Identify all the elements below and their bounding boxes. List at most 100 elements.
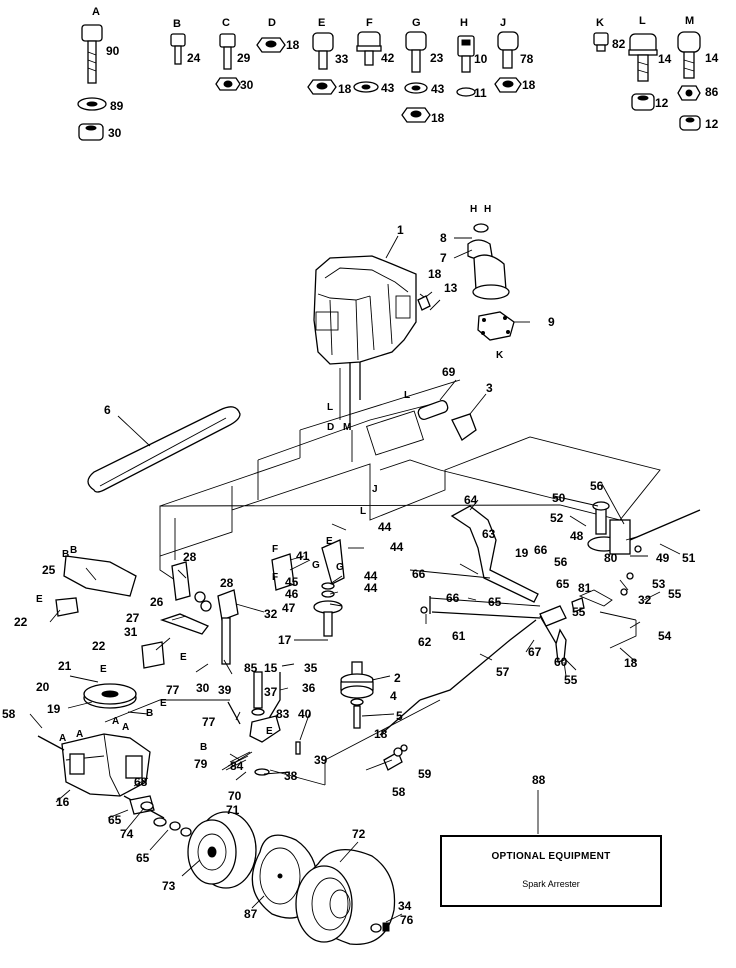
callout-61: 61 xyxy=(452,629,466,643)
callout-35: 35 xyxy=(304,661,318,675)
callout-81: 81 xyxy=(578,581,592,595)
callout-56: 56 xyxy=(590,479,604,493)
callout-67: 67 xyxy=(528,645,542,659)
callout-88: 88 xyxy=(532,773,546,787)
hw-part-43-g: 43 xyxy=(431,82,445,96)
ref-letter-b: B xyxy=(200,742,207,753)
callout-68: 68 xyxy=(134,775,148,789)
callout-39: 39 xyxy=(314,753,328,767)
callout-83: 83 xyxy=(276,707,290,721)
callout-15: 15 xyxy=(264,661,278,675)
hw-part-43-f: 43 xyxy=(381,81,395,95)
callout-28: 28 xyxy=(220,576,234,590)
callout-62: 62 xyxy=(418,635,432,649)
callout-9: 9 xyxy=(548,315,555,329)
callout-56: 56 xyxy=(554,555,568,569)
hw-letter-j: J xyxy=(500,17,506,29)
hw-part-12-m: 12 xyxy=(705,117,719,131)
callout-55: 55 xyxy=(564,673,578,687)
callout-54: 54 xyxy=(658,629,672,643)
hw-letter-b: B xyxy=(173,18,181,30)
shift-brackets xyxy=(55,555,239,669)
callout-52: 52 xyxy=(550,511,564,525)
callout-55: 55 xyxy=(572,605,586,619)
drive-belt xyxy=(87,406,241,493)
ref-letter-a: A xyxy=(122,722,129,733)
hw-letter-d: D xyxy=(268,17,276,29)
callout-32: 32 xyxy=(638,593,652,607)
callout-27: 27 xyxy=(126,611,140,625)
hw-letter-g: G xyxy=(412,17,421,29)
hw-part-86: 86 xyxy=(705,85,719,99)
callout-77: 77 xyxy=(202,715,216,729)
optional-equipment-box: OPTIONAL EQUIPMENT Spark Arrester xyxy=(440,835,662,907)
callout-66: 66 xyxy=(446,591,460,605)
ref-letter-h: H xyxy=(470,204,477,215)
callout-13: 13 xyxy=(444,281,458,295)
callout-22: 22 xyxy=(14,615,28,629)
callout-58: 58 xyxy=(392,785,406,799)
ref-letter-l: L xyxy=(327,402,333,413)
ref-letter-g: G xyxy=(312,560,320,571)
ref-letter-m: M xyxy=(343,422,351,433)
callout-28: 28 xyxy=(183,550,197,564)
hw-part-18-d: 18 xyxy=(286,38,300,52)
hardware-row: A 90 89 30 B 24 C 29 30 D 18 E 33 18 F xyxy=(77,6,719,141)
callout-71: 71 xyxy=(226,803,240,817)
callout-69: 69 xyxy=(442,365,456,379)
callout-16: 16 xyxy=(56,795,70,809)
hw-part-29: 29 xyxy=(237,51,251,65)
hw-part-23: 23 xyxy=(430,51,444,65)
callout-77: 77 xyxy=(166,683,180,697)
callout-21: 21 xyxy=(58,659,72,673)
hw-part-10: 10 xyxy=(474,52,488,66)
hw-part-14-l: 14 xyxy=(658,52,672,66)
transmission xyxy=(37,683,165,819)
callout-66: 66 xyxy=(534,543,548,557)
callout-44: 44 xyxy=(390,540,404,554)
callout-59: 59 xyxy=(418,767,432,781)
callout-25: 25 xyxy=(42,563,56,577)
ref-letter-e: E xyxy=(326,536,333,547)
callout-65: 65 xyxy=(108,813,122,827)
ref-letter-e: E xyxy=(266,726,273,737)
ref-letter-g: G xyxy=(336,562,344,573)
pedal-rod xyxy=(409,505,541,607)
hw-part-18-j: 18 xyxy=(522,78,536,92)
callout-48: 48 xyxy=(570,529,584,543)
callout-41: 41 xyxy=(296,549,310,563)
brake-linkage xyxy=(221,671,301,776)
callout-76: 76 xyxy=(400,913,414,927)
callout-19: 19 xyxy=(515,546,529,560)
ref-letter-e: E xyxy=(36,594,43,605)
hw-letter-f: F xyxy=(366,17,373,29)
ref-letter-a: A xyxy=(76,729,83,740)
callout-60: 60 xyxy=(554,655,568,669)
callout-46: 46 xyxy=(285,587,299,601)
ref-letter-b: B xyxy=(62,549,69,560)
air-cleaner xyxy=(421,223,515,341)
callout-40: 40 xyxy=(298,707,312,721)
callout-55: 55 xyxy=(668,587,682,601)
callout-43: 44 xyxy=(364,581,378,595)
ref-letter-b: B xyxy=(70,545,77,556)
callout-7: 7 xyxy=(440,251,447,265)
callout-85: 85 xyxy=(244,661,258,675)
callout-65: 65 xyxy=(556,577,570,591)
callout-22: 22 xyxy=(92,639,106,653)
ref-letter-h: H xyxy=(484,204,491,215)
hw-letter-h: H xyxy=(460,17,468,29)
callout-64: 64 xyxy=(464,493,478,507)
ref-letter-e: E xyxy=(160,698,167,709)
callout-6: 6 xyxy=(104,403,111,417)
callout-44: 44 xyxy=(378,520,392,534)
callout-65: 65 xyxy=(488,595,502,609)
callout-47: 47 xyxy=(282,601,296,615)
callout-65: 65 xyxy=(136,851,150,865)
hw-part-30: 30 xyxy=(108,126,122,140)
callout-45: 45 xyxy=(285,575,299,589)
right-linkage xyxy=(379,501,701,736)
ref-letter-e: E xyxy=(180,652,187,663)
callout-17: 17 xyxy=(278,633,292,647)
